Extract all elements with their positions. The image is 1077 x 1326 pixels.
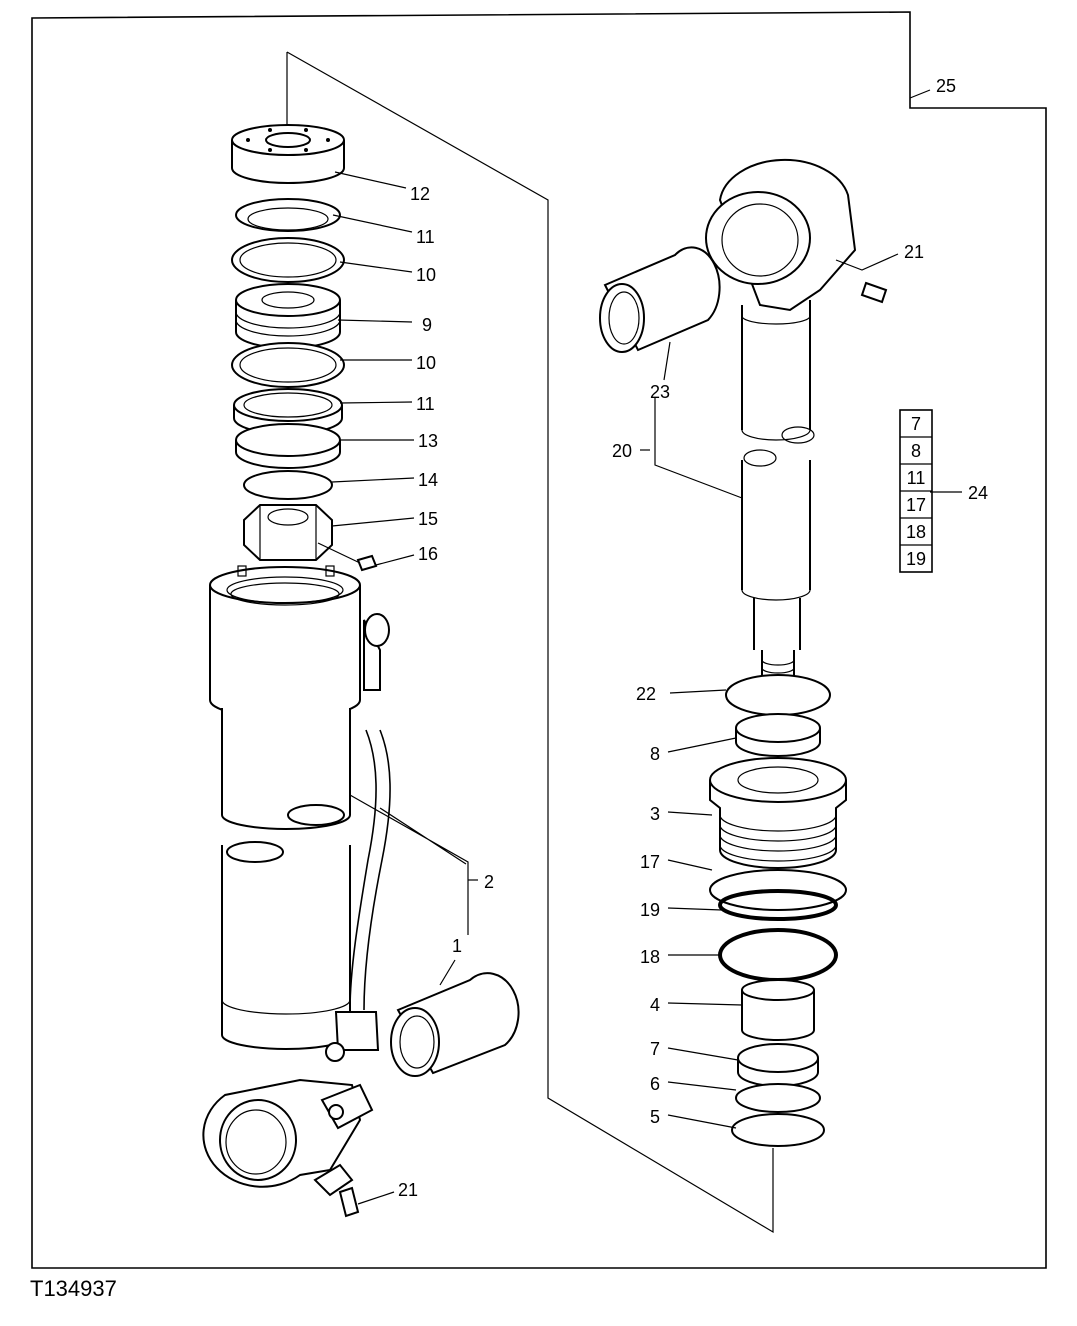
callout-14: 14 [418,470,438,490]
callout-labels: 12 11 10 9 10 11 13 14 15 16 2 1 21 25 2… [398,76,956,1200]
part-19-wear-ring [718,889,838,921]
callout-21: 21 [398,1180,418,1200]
part-16-set-screw [356,554,378,572]
diagram-border [31,11,1047,1269]
callout-13: 13 [418,431,438,451]
callout-4: 4 [650,995,660,1015]
callout-1: 1 [452,936,462,956]
cylinder-tube [202,565,391,1197]
kit-item: 11 [907,468,926,488]
part-21-grease-fitting-upper [860,281,888,304]
part-10-ring-upper [231,237,345,283]
callout-20: 20 [612,441,632,461]
callout-17: 17 [640,852,660,872]
part-8-seal [735,713,821,757]
figure-reference: T134937 [30,1276,117,1301]
kit-item: 8 [911,441,921,461]
callout-15: 15 [418,509,438,529]
kit-label: 24 [968,483,988,503]
leader-lines [317,89,962,1205]
callout-8: 8 [650,744,660,764]
kit-item: 18 [906,522,926,542]
callout-19: 19 [640,900,660,920]
callout-11: 11 [416,394,435,414]
piston-rod [705,158,857,695]
callout-10: 10 [416,265,436,285]
rod-guide-stack [231,124,378,572]
callout-22: 22 [636,684,656,704]
part-7-seal [737,1043,819,1087]
part-3-piston [709,757,847,869]
part-6-ring [735,1083,821,1113]
callout-23: 23 [650,382,670,402]
part-18-seal [718,928,838,982]
part-10-ring-lower [231,342,345,388]
callout-9: 9 [422,315,432,335]
part-13-ring [235,423,341,469]
part-15-nut [243,504,333,561]
callout-3: 3 [650,804,660,824]
callout-2: 2 [484,872,494,892]
callout-11: 11 [416,227,435,247]
kit-table: 7 8 11 17 18 19 24 [899,409,988,573]
part-4-cushion-ring [741,979,815,1041]
callout-7: 7 [650,1039,660,1059]
callout-21: 21 [904,242,924,262]
part-22-ring [725,674,831,716]
callout-5: 5 [650,1107,660,1127]
callout-16: 16 [418,544,438,564]
callout-10: 10 [416,353,436,373]
kit-item: 17 [906,495,926,515]
part-14-retaining-ring [243,470,333,500]
part-5-ring [731,1113,825,1147]
callout-25: 25 [936,76,956,96]
part-12-head-cover [231,124,345,184]
part-23-bushing [599,246,721,353]
callout-12: 12 [410,184,430,204]
kit-item: 7 [911,414,921,434]
part-21-grease-fitting-lower [338,1186,360,1218]
callout-6: 6 [650,1074,660,1094]
part-11-seal-upper [235,198,341,232]
part-1-bushing [390,972,520,1077]
kit-item: 19 [906,549,926,569]
callout-18: 18 [640,947,660,967]
part-9-rod-guide [235,283,341,349]
